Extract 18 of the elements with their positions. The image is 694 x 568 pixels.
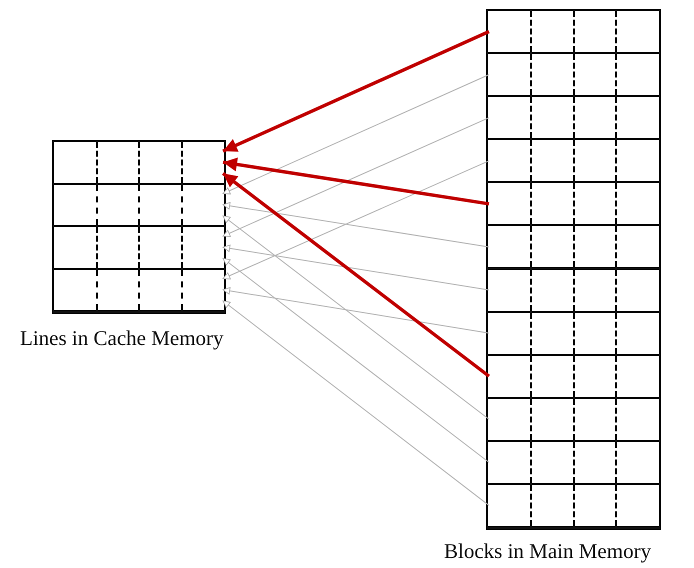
arrow [222, 215, 490, 420]
arrow [222, 300, 490, 506]
memory-label: Blocks in Main Memory [444, 539, 652, 564]
cache-line [54, 268, 224, 312]
arrow [222, 258, 490, 463]
memory-block [488, 224, 659, 270]
arrow [222, 117, 490, 237]
arrow [222, 202, 490, 248]
memory-block [488, 482, 659, 528]
arrow [222, 287, 490, 334]
memory-block [488, 268, 659, 313]
arrow [222, 74, 490, 194]
arrow [222, 160, 490, 280]
memory-label: Lines in Cache Memory [20, 326, 224, 351]
arrow [222, 172, 490, 378]
arrow [222, 158, 490, 206]
arrow [222, 244, 490, 291]
arrow [222, 30, 490, 153]
